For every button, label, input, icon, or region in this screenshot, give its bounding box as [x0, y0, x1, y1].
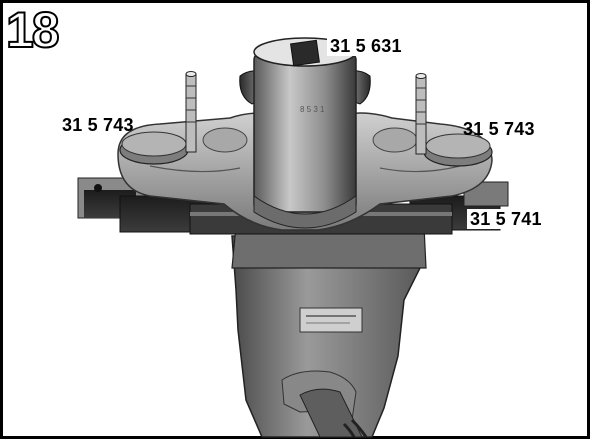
- bench-vise: [231, 225, 427, 438]
- label-right-pad-315743: 31 5 743: [463, 119, 535, 139]
- right-stud: [415, 73, 427, 155]
- vise-nameplate: [299, 307, 363, 333]
- label-socket-315631: 31 5 631: [327, 36, 405, 56]
- figure-number: 18: [5, 1, 61, 59]
- label-left-pad-315743: 31 5 743: [62, 115, 134, 135]
- socket-wrench: 8 5 3 1: [239, 37, 371, 229]
- left-stud: [185, 71, 197, 153]
- svg-text:8 5 3 1: 8 5 3 1: [300, 105, 325, 114]
- label-plate-315741: 31 5 741: [467, 209, 545, 229]
- left-adapter-pad: [119, 131, 189, 165]
